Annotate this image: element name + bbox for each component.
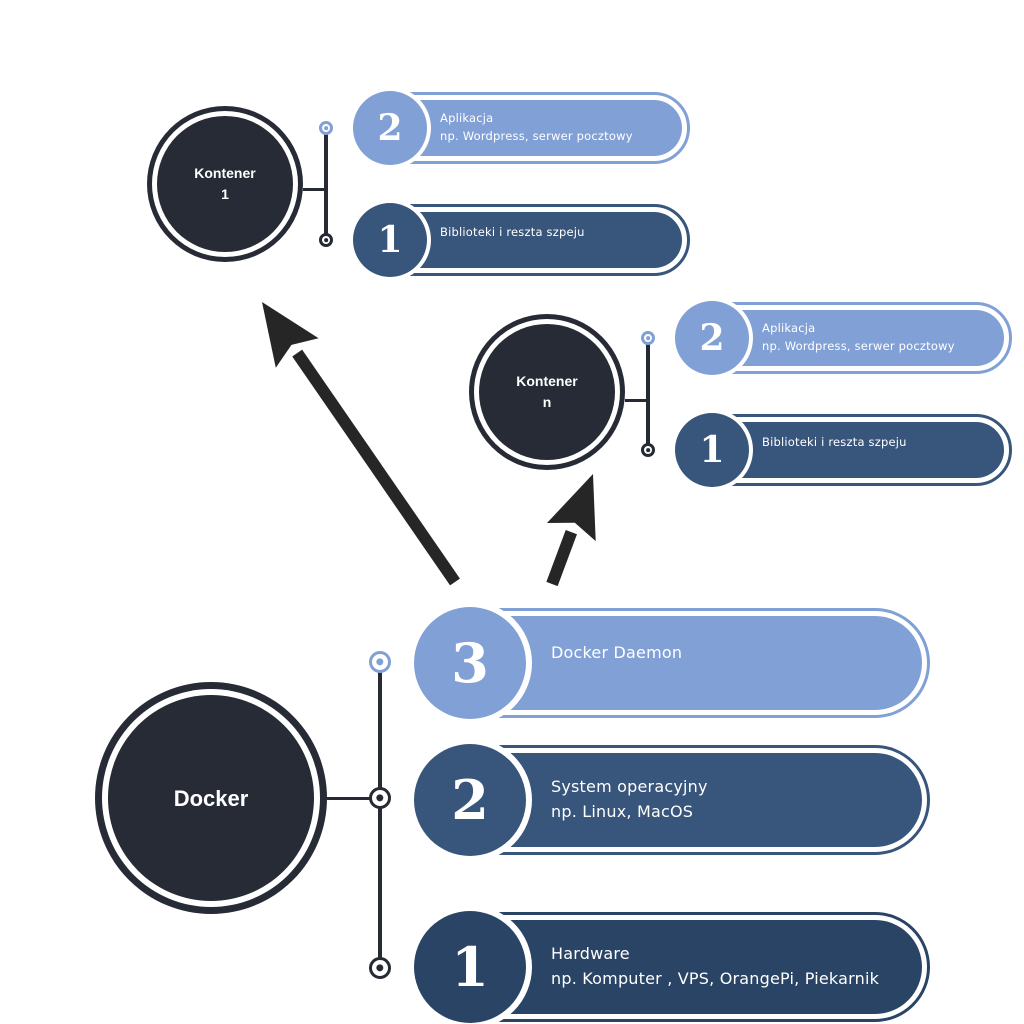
container-2-layer-text: Aplikacja np. Wordpress, serwer pocztowy [762, 320, 955, 356]
container-2-layer-fill [715, 422, 1004, 478]
container-2-layer-line: Aplikacja [762, 321, 816, 336]
arrow-head-2 [546, 474, 596, 542]
container-2-layer-number: 2 [699, 317, 725, 359]
container-2-layer-text: Biblioteki i reszta szpeju [762, 434, 907, 452]
docker-layer-badge: 1 [414, 911, 526, 1023]
docker-layer-fill [473, 753, 922, 847]
docker-hub: Docker [108, 695, 314, 901]
container-1-layer-line: np. Wordpress, serwer pocztowy [440, 129, 633, 143]
docker-hub-label: Docker [174, 782, 249, 815]
container-2-layer-fill [715, 310, 1004, 366]
arrow-shaft-2 [546, 530, 577, 587]
container-1-stem-dot [319, 121, 333, 135]
docker-stem [378, 662, 382, 970]
docker-layer-number: 3 [451, 631, 489, 695]
container-1-stem-dot [319, 233, 333, 247]
container-1-layer-badge: 1 [353, 203, 427, 277]
docker-layer-text: System operacyjny np. Linux, MacOS [551, 775, 708, 825]
docker-hub-label-line: Docker [173, 785, 249, 811]
container-1-stem [324, 128, 328, 240]
arrow-head-1 [262, 302, 319, 368]
container-2-stem [646, 338, 650, 450]
container-2-layer-badge: 2 [675, 301, 749, 375]
container-2-hub-label-line: n [542, 394, 552, 410]
container-1-layer-line: Aplikacja [440, 111, 494, 126]
docker-layer-fill [473, 616, 922, 710]
docker-layer-line: np. Komputer , VPS, OrangePi, Piekarnik [551, 968, 880, 988]
container-2-layer-1 [712, 414, 1012, 486]
container-2-hub-label-line: Kontener [516, 373, 578, 389]
docker-layer-3 [470, 608, 930, 718]
docker-layer-line: System operacyjny [551, 777, 708, 797]
container-2-stem-dot [641, 443, 655, 457]
container-1-layer-badge: 2 [353, 91, 427, 165]
container-1-hub-label: Kontener 1 [194, 163, 255, 205]
docker-stem-dot [369, 651, 391, 673]
docker-layer-text: Docker Daemon [551, 641, 682, 666]
docker-layer-number: 2 [451, 768, 489, 832]
docker-layer-line: Docker Daemon [551, 643, 683, 662]
docker-stem-dot [369, 787, 391, 809]
docker-layer-badge: 3 [414, 607, 526, 719]
docker-layer-line: Hardware [551, 944, 630, 964]
container-1-layer-fill [393, 212, 682, 268]
docker-layer-2 [470, 745, 930, 855]
container-1-hub: Kontener 1 [157, 116, 293, 252]
docker-layer-text: Hardware np. Komputer , VPS, OrangePi, Pi… [551, 942, 879, 992]
docker-stem-dot [369, 957, 391, 979]
container-1-layer-text: Aplikacja np. Wordpress, serwer pocztowy [440, 110, 633, 146]
container-1-layer-2 [390, 92, 690, 164]
container-1-hub-label-line: Kontener [194, 165, 256, 181]
container-1-hub-label-line: 1 [221, 186, 229, 202]
docker-layer-number: 1 [451, 935, 489, 999]
container-2-layer-badge: 1 [675, 413, 749, 487]
container-1-layer-text: Biblioteki i reszta szpeju [440, 224, 585, 242]
docker-layer-fill [473, 920, 922, 1014]
container-1-layer-line: Biblioteki i reszta szpeju [440, 225, 585, 240]
container-2-hub: Kontener n [479, 324, 615, 460]
container-2-layer-number: 1 [699, 429, 725, 471]
container-2-hub-label: Kontener n [516, 371, 577, 413]
container-2-layer-line: Biblioteki i reszta szpeju [762, 435, 907, 450]
container-1-connector [303, 187, 326, 191]
container-2-layer-line: np. Wordpress, serwer pocztowy [762, 339, 955, 353]
docker-connector [327, 796, 380, 800]
container-2-stem-dot [641, 331, 655, 345]
arrow-shaft-1 [292, 349, 460, 586]
container-1-layer-number: 1 [377, 219, 403, 261]
docker-layer-badge: 2 [414, 744, 526, 856]
container-1-layer-1 [390, 204, 690, 276]
container-2-connector [625, 398, 648, 402]
docker-layer-line: np. Linux, MacOS [551, 801, 694, 821]
docker-layer-1 [470, 912, 930, 1022]
container-1-layer-fill [393, 100, 682, 156]
container-1-layer-number: 2 [377, 107, 403, 149]
container-2-layer-2 [712, 302, 1012, 374]
